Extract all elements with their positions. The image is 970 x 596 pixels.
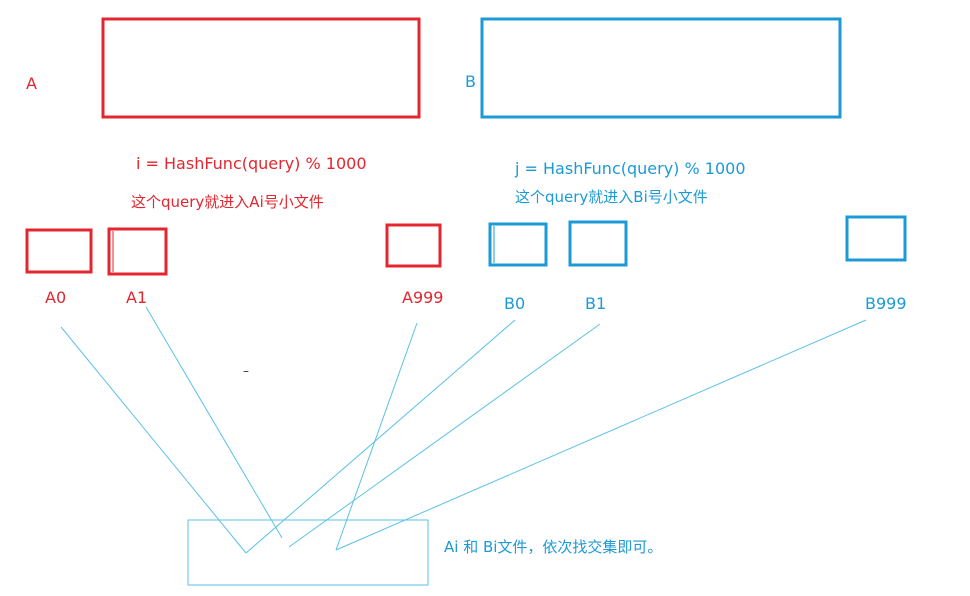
connector-b1 <box>288 323 601 548</box>
formula-b-note: 这个query就进入Bi号小文件 <box>515 188 708 206</box>
connector-a1 <box>145 306 283 539</box>
small-file-b1-label: B1 <box>585 294 607 313</box>
connector-a999 <box>335 322 418 551</box>
small-file-b999-box <box>845 215 907 262</box>
small-file-a0-label: A0 <box>45 288 67 307</box>
connector-a0 <box>60 326 247 554</box>
small-file-a1-box <box>107 227 168 276</box>
small-file-a1-label: A1 <box>126 288 148 307</box>
file-a-box <box>101 17 421 119</box>
small-file-b1-box <box>568 220 628 267</box>
file-b-box <box>480 17 842 119</box>
stray-mark: – <box>243 364 249 378</box>
small-file-a0-box <box>25 228 93 274</box>
formula-b-expression: j = HashFunc(query) % 1000 <box>515 159 746 178</box>
small-file-a999-box <box>385 223 442 268</box>
small-file-a999-label: A999 <box>402 288 444 307</box>
file-a-label: A <box>26 74 37 93</box>
formula-a-note: 这个query就进入Ai号小文件 <box>131 193 324 211</box>
connector-b999 <box>335 319 867 551</box>
connector-b0 <box>245 319 516 554</box>
result-box <box>187 519 429 586</box>
formula-a-expression: i = HashFunc(query) % 1000 <box>136 154 367 173</box>
small-file-b0-label: B0 <box>504 294 526 313</box>
result-note: Ai 和 Bi文件，依次找交集即可。 <box>444 538 663 556</box>
small-file-b999-label: B999 <box>865 294 907 313</box>
small-file-b0-box <box>488 222 548 267</box>
file-b-label: B <box>465 72 476 91</box>
